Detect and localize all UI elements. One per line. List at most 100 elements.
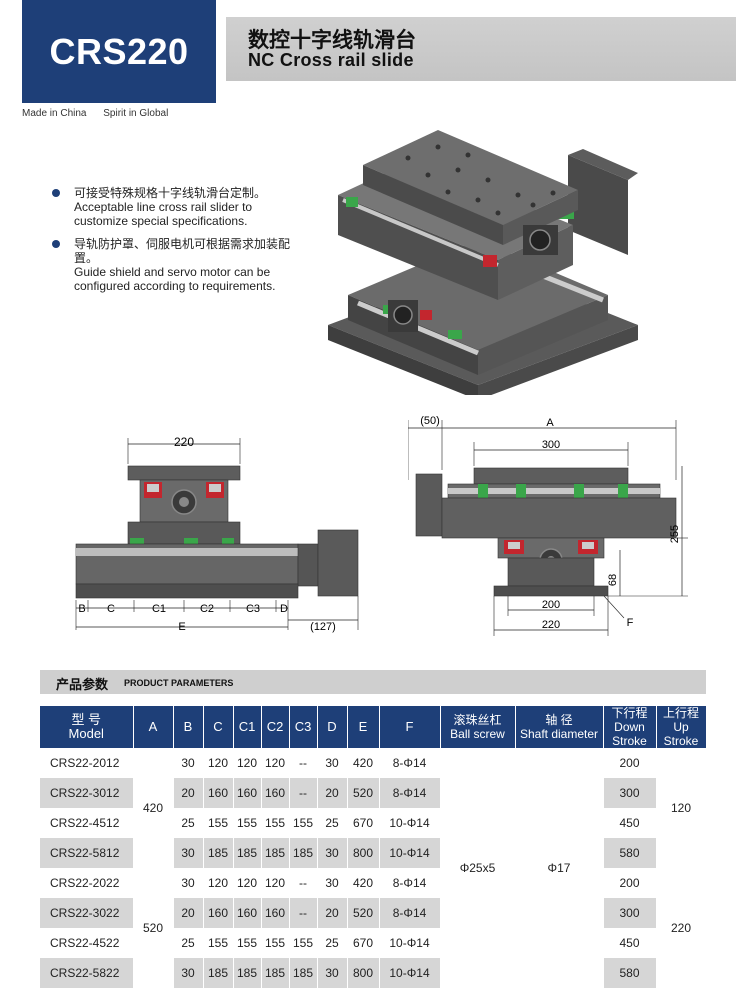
cell-C1: 155 xyxy=(233,928,262,958)
cell-F: 8-Φ14 xyxy=(379,898,441,928)
drawing-side-view: (50) A 300 255 68 200 220 F xyxy=(408,415,688,636)
cell-C1: 120 xyxy=(233,748,262,778)
cell-C3: -- xyxy=(289,778,318,808)
dim-68-label: 68 xyxy=(607,574,619,586)
cell-down-stroke: 580 xyxy=(603,958,657,988)
dim-200-label: 200 xyxy=(542,599,560,611)
cell-C: 155 xyxy=(203,808,234,838)
title-en: NC Cross rail slide xyxy=(248,50,414,70)
feature-en-line1: Acceptable line cross rail slider to xyxy=(74,200,253,214)
cell-F: 10-Φ14 xyxy=(379,838,441,868)
cell-C3: 155 xyxy=(289,808,318,838)
dim-C-label: C xyxy=(107,603,115,615)
dim-F-label: F xyxy=(627,617,634,629)
tagline-made-in: Made in China xyxy=(22,108,87,119)
cell-C: 160 xyxy=(203,898,234,928)
cell-model: CRS22-2022 xyxy=(40,868,134,898)
title-bar xyxy=(226,17,736,81)
cell-F: 8-Φ14 xyxy=(379,778,441,808)
cell-C3: -- xyxy=(289,898,318,928)
cell-D: 30 xyxy=(317,958,348,988)
cell-B: 30 xyxy=(173,748,204,778)
section-title-cn: 产品参数 xyxy=(56,677,109,692)
th-D: D xyxy=(317,706,348,748)
cell-shaft-diameter: Φ17 xyxy=(515,748,604,988)
cell-C3: 185 xyxy=(289,958,318,988)
cell-C2: 155 xyxy=(261,808,290,838)
cell-D: 25 xyxy=(317,808,348,838)
tagline: Made in China Spirit in Global xyxy=(22,108,182,119)
cell-F: 10-Φ14 xyxy=(379,928,441,958)
cell-C: 155 xyxy=(203,928,234,958)
cell-E: 420 xyxy=(347,868,380,898)
cell-C2: 120 xyxy=(261,748,290,778)
dim-C2-label: C2 xyxy=(200,603,214,615)
dim-C1-label: C1 xyxy=(152,603,166,615)
cell-E: 420 xyxy=(347,748,380,778)
cell-E: 670 xyxy=(347,808,380,838)
cell-E: 670 xyxy=(347,928,380,958)
dim-127-label: (127) xyxy=(310,621,336,633)
cell-C3: 155 xyxy=(289,928,318,958)
cell-ball-screw: Φ25x5 xyxy=(440,748,516,988)
cell-down-stroke: 450 xyxy=(603,928,657,958)
cell-C: 120 xyxy=(203,748,234,778)
cell-model: CRS22-4512 xyxy=(40,808,134,838)
feature-item: 可接受特殊规格十字线轨滑台定制。 Acceptable line cross r… xyxy=(52,186,292,228)
cell-C2: 185 xyxy=(261,958,290,988)
cell-D: 30 xyxy=(317,868,348,898)
section-bar xyxy=(40,670,706,694)
cell-C2: 160 xyxy=(261,778,290,808)
th-C1: C1 xyxy=(233,706,262,748)
cell-up-stroke: 220 xyxy=(656,868,707,988)
cell-F: 10-Φ14 xyxy=(379,958,441,988)
cell-C1: 160 xyxy=(233,898,262,928)
cell-A: 520 xyxy=(133,868,174,988)
cell-B: 25 xyxy=(173,808,204,838)
cell-C2: 120 xyxy=(261,868,290,898)
cell-F: 8-Φ14 xyxy=(379,868,441,898)
cell-model: CRS22-2012 xyxy=(40,748,134,778)
cell-B: 20 xyxy=(173,778,204,808)
cell-D: 30 xyxy=(317,748,348,778)
cell-C1: 120 xyxy=(233,868,262,898)
feature-cn: 可接受特殊规格十字线轨滑台定制。 xyxy=(74,186,267,200)
cell-A: 420 xyxy=(133,748,174,868)
title-cn: 数控十字线轨滑台 xyxy=(248,28,416,52)
cell-E: 800 xyxy=(347,958,380,988)
cell-B: 30 xyxy=(173,838,204,868)
bullet-dot-icon xyxy=(52,189,60,197)
model-code-badge: CRS220 xyxy=(22,0,216,103)
cell-B: 30 xyxy=(173,958,204,988)
bullet-dot-icon xyxy=(52,240,60,248)
dim-B-label: B xyxy=(78,603,85,615)
feature-en-line1: Guide shield and servo motor can be xyxy=(74,265,271,279)
dim-220-label: 220 xyxy=(174,435,194,449)
cell-D: 30 xyxy=(317,838,348,868)
cell-model: CRS22-3012 xyxy=(40,778,134,808)
feature-item: 导轨防护罩、伺服电机可根据需求加装配置。 Guide shield and se… xyxy=(52,237,292,293)
cell-model: CRS22-4522 xyxy=(40,928,134,958)
cell-C1: 185 xyxy=(233,958,262,988)
cell-B: 25 xyxy=(173,928,204,958)
dim-E-label: E xyxy=(178,621,185,633)
section-title-en: PRODUCT PARAMETERS xyxy=(124,678,234,688)
cell-C3: -- xyxy=(289,748,318,778)
dim-C3-label: C3 xyxy=(246,603,260,615)
cell-model: CRS22-5822 xyxy=(40,958,134,988)
cell-C: 120 xyxy=(203,868,234,898)
cell-C: 160 xyxy=(203,778,234,808)
cell-down-stroke: 200 xyxy=(603,868,657,898)
cell-E: 520 xyxy=(347,778,380,808)
cell-D: 25 xyxy=(317,928,348,958)
th-A: A xyxy=(133,706,174,748)
